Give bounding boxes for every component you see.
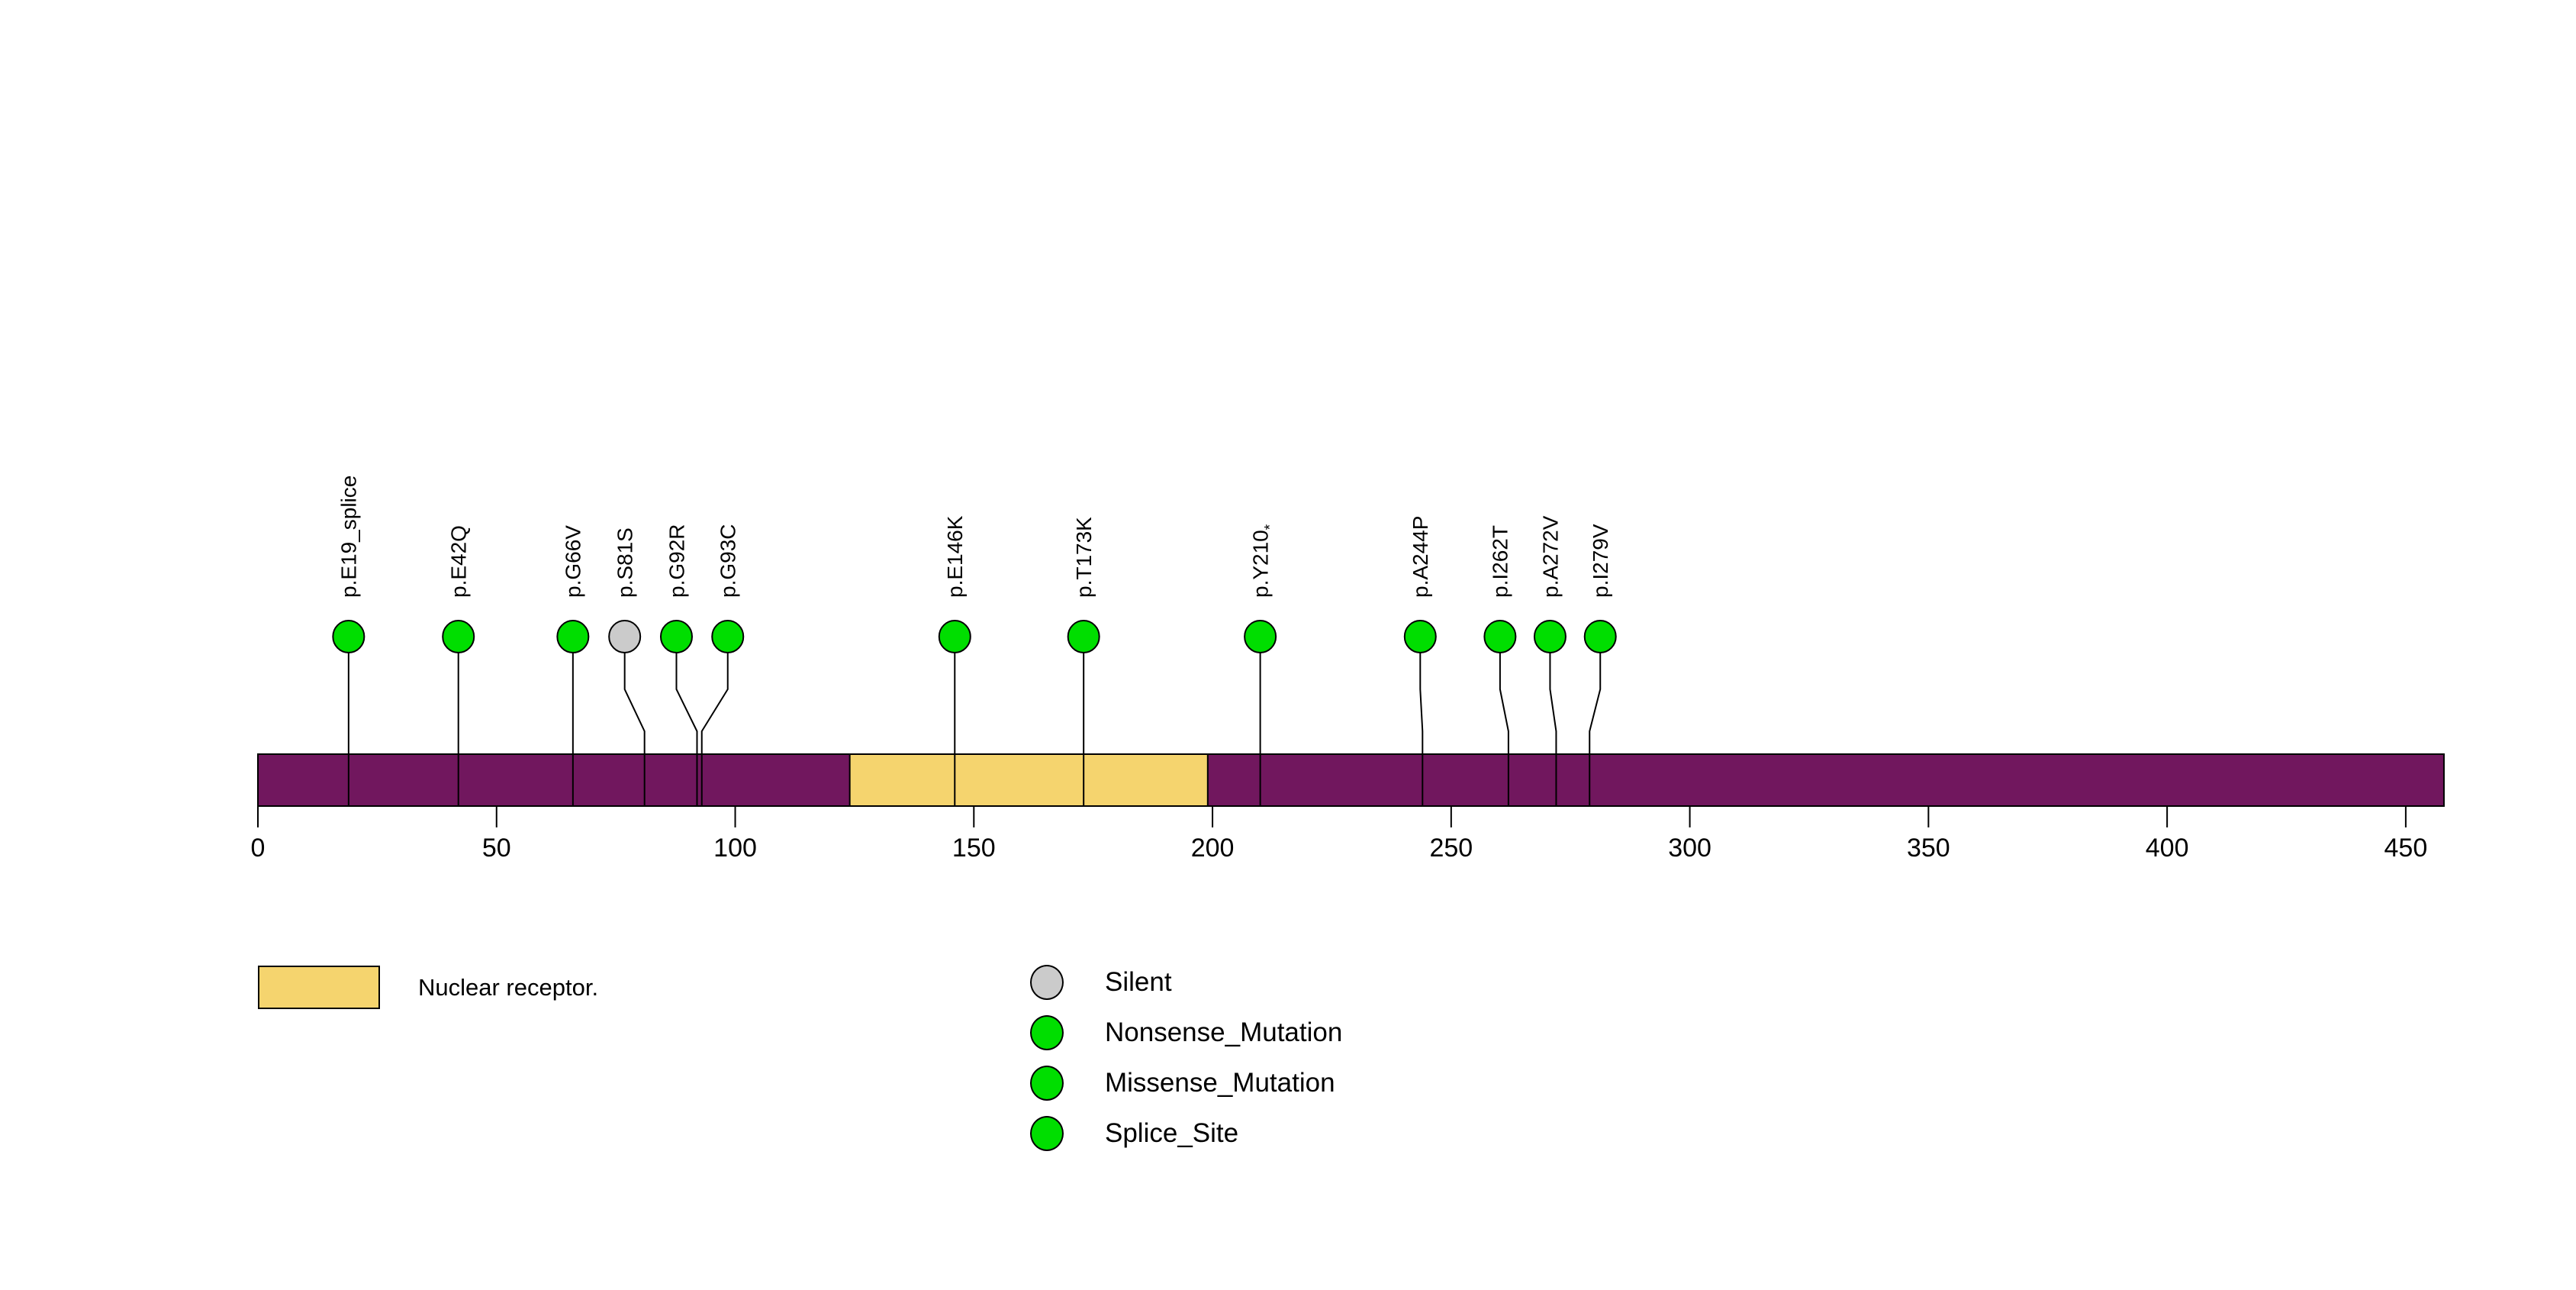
domain-color-swatch [258,966,380,1009]
mutation-stem [700,637,729,806]
legend-row-silent: Silent [1030,957,1342,1008]
mutation-label: p.E146K [943,515,967,598]
domain-legend: Nuclear receptor. [258,966,598,1009]
legend-row-splice: Splice_Site [1030,1108,1342,1159]
missense-dot-icon [1030,1066,1064,1101]
mutation-label: p.E42Q [447,525,471,598]
mutation-circle-146 [938,620,971,653]
axis-tick-label: 350 [1907,834,1950,863]
mutation-label: p.T173K [1072,517,1096,598]
mutation-stem [675,637,698,806]
mutation-stem [1589,637,1602,806]
axis-tick-label: 200 [1191,834,1235,863]
axis-tick-label: 50 [482,834,511,863]
mutation-stem [1499,637,1509,806]
mutation-stem [623,637,646,806]
mutation-label: p.I262T [1489,525,1512,598]
protein-backbone-bar [257,753,2445,807]
mutation-circle-66 [556,620,590,653]
axis-tick-label: 250 [1429,834,1473,863]
mutation-circle-81 [608,620,642,653]
mutation-stem [1549,637,1557,806]
axis-tick-label: 0 [251,834,266,863]
mutation-circle-244 [1403,620,1437,653]
mutation-circle-19 [332,620,365,653]
mutation-label: p.G66V [562,525,585,598]
legend-row-missense: Missense_Mutation [1030,1058,1342,1108]
mutation-label: p.G92R [665,524,688,598]
splice-dot-icon [1030,1116,1064,1151]
axis-tick-label: 400 [2146,834,2189,863]
axis-tick-label: 100 [713,834,757,863]
mutation-circle-279 [1583,620,1617,653]
domain-legend-label: Nuclear receptor. [418,974,599,1001]
mutation-circle-262 [1483,620,1517,653]
axis-tick-label: 300 [1668,834,1711,863]
legend-label-splice: Splice_Site [1105,1118,1239,1148]
mutation-type-legend: Silent Nonsense_Mutation Missense_Mutati… [1030,957,1342,1159]
legend-label-nonsense: Nonsense_Mutation [1105,1017,1343,1047]
mutation-stem [1419,637,1424,806]
legend-label-silent: Silent [1105,967,1172,997]
axis-tick-label: 450 [2384,834,2428,863]
mutation-label: p.I279V [1589,524,1612,598]
mutation-circle-210 [1244,620,1277,653]
protein-domain-nuclear-receptor- [848,753,1209,807]
mutation-label: p.E19_splice [337,476,361,598]
mutation-label: p.Y210* [1248,524,1278,598]
legend-label-missense: Missense_Mutation [1105,1068,1335,1098]
axis-tick-label: 150 [952,834,996,863]
mutation-circle-92 [659,620,693,653]
mutation-label: p.S81S [613,527,636,598]
silent-dot-icon [1030,965,1064,1000]
mutation-circle-173 [1067,620,1100,653]
mutation-circle-42 [442,620,475,653]
mutation-label: p.A272V [1538,515,1562,598]
legend-row-nonsense: Nonsense_Mutation [1030,1008,1342,1058]
mutation-label: p.G93C [716,524,740,598]
nonsense-dot-icon [1030,1015,1064,1050]
mutation-circle-93 [711,620,745,653]
mutation-circle-272 [1533,620,1567,653]
mutation-label: p.A244P [1409,516,1432,598]
